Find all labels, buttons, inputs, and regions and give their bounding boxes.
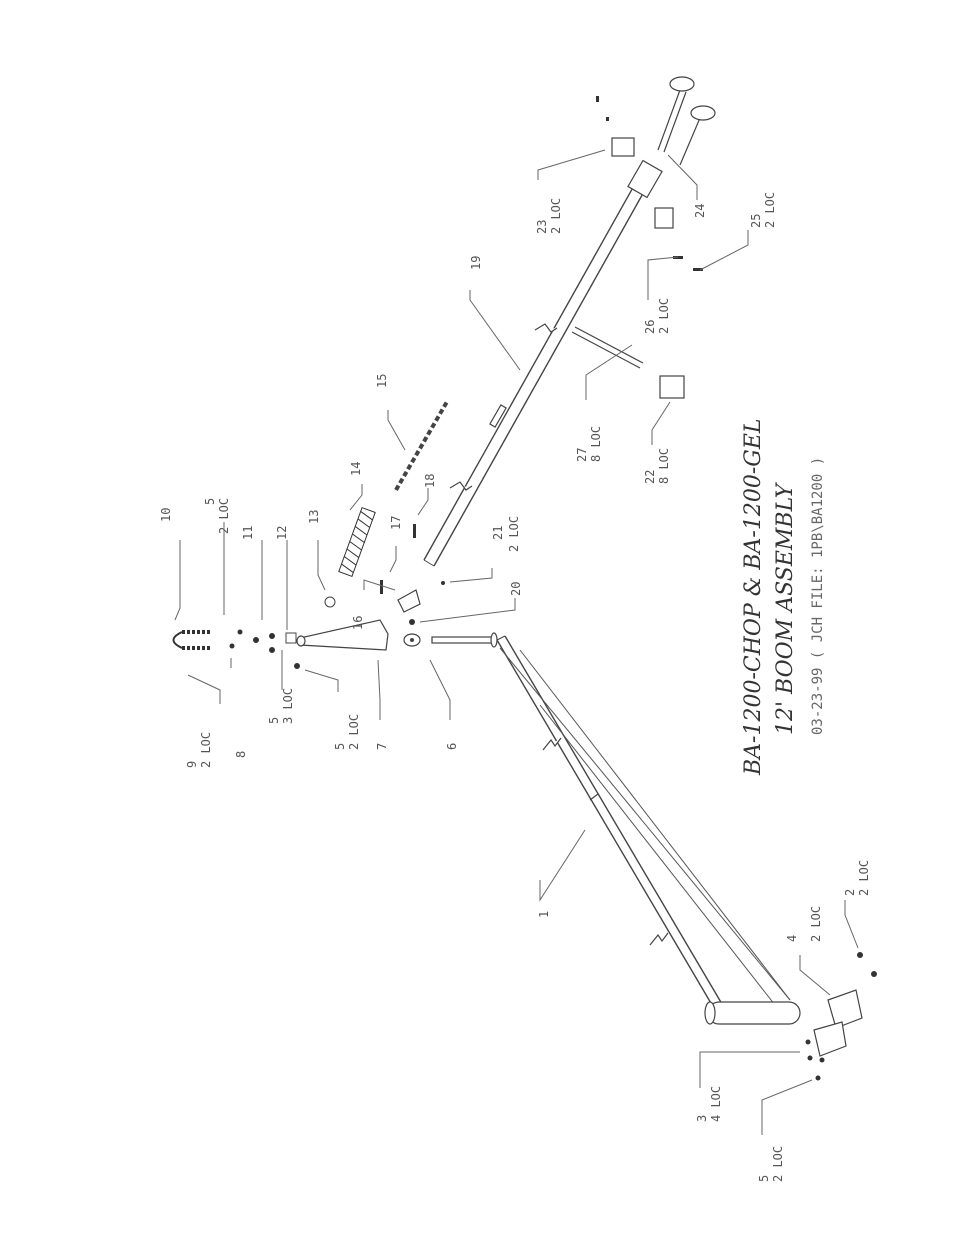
callout-9-loc: 2 LOC	[199, 732, 213, 768]
title-line-3: 03-23-99 ( JCH FILE: 1PB\BA1200 )	[810, 457, 826, 735]
part-16-bracket	[397, 589, 421, 613]
callout-13-num: 13	[307, 510, 321, 524]
callout-5a-num: 5	[757, 1175, 771, 1182]
callout-5b-loc: 2 LOC	[347, 714, 361, 750]
callout-27-loc: 8 LOC	[589, 426, 603, 462]
callout-4-num: 4	[785, 935, 799, 942]
callout-labels: 1 2 2 LOC 3 4 LOC 4 2 LOC 5 2 LOC 5 2 LO…	[159, 192, 871, 1182]
part-27-rod	[571, 326, 644, 369]
callout-23-loc: 2 LOC	[549, 198, 563, 234]
callout-25-loc: 2 LOC	[763, 192, 777, 228]
title-block: BA-1200-CHOP & BA-1200-GEL 12' BOOM ASSE…	[741, 419, 826, 777]
callout-22-num: 22	[643, 470, 657, 484]
callout-5b-num: 5	[333, 743, 347, 750]
part-15-chain	[394, 398, 450, 492]
callout-17-num: 17	[389, 516, 403, 530]
callout-3-num: 3	[695, 1115, 709, 1122]
callout-5d-num: 5	[203, 498, 217, 505]
callout-5c-num: 5	[267, 717, 281, 724]
callout-3-loc: 4 LOC	[709, 1086, 723, 1122]
callout-26-num: 26	[643, 320, 657, 334]
callout-21-num: 21	[491, 526, 505, 540]
title-line-1: BA-1200-CHOP & BA-1200-GEL	[741, 419, 766, 777]
callout-22-loc: 8 LOC	[657, 448, 671, 484]
part-22-block	[659, 375, 685, 399]
title-line-2: 12' BOOM ASSEMBLY	[773, 481, 798, 735]
callout-4-loc: 2 LOC	[809, 906, 823, 942]
callout-15-num: 15	[375, 374, 389, 388]
callout-19-num: 19	[469, 256, 483, 270]
callout-1-num: 1	[537, 911, 551, 918]
callout-11-num: 11	[241, 526, 255, 540]
part-10-u-bolt	[172, 630, 212, 650]
callout-18-num: 18	[423, 474, 437, 488]
callout-20-num: 20	[509, 582, 523, 596]
callout-25-num: 25	[749, 214, 763, 228]
part-1-boom-tube	[496, 635, 791, 1011]
part-4-clamp	[805, 952, 877, 1081]
callout-5a-loc: 2 LOC	[771, 1146, 785, 1182]
callout-8-num: 8	[234, 751, 248, 758]
part-7-arm	[296, 619, 389, 651]
callout-27-num: 27	[575, 448, 589, 462]
hardware-fasteners	[229, 256, 703, 669]
callout-9-num: 9	[185, 761, 199, 768]
callout-23-num: 23	[535, 220, 549, 234]
callout-14-num: 14	[349, 462, 363, 476]
callout-24-num: 24	[693, 204, 707, 218]
part-19-boom-tube	[423, 159, 663, 567]
callout-16-num: 16	[351, 616, 365, 630]
pivot-shaft	[403, 632, 498, 648]
part-14-spring	[338, 507, 376, 577]
callout-26-loc: 2 LOC	[657, 298, 671, 334]
callout-5c-loc: 3 LOC	[281, 688, 295, 724]
callout-12-num: 12	[275, 526, 289, 540]
callout-6-num: 6	[445, 743, 459, 750]
callout-5d-loc: 2 LOC	[217, 498, 231, 534]
callout-2-loc: 2 LOC	[857, 860, 871, 896]
callout-2-num: 2	[843, 889, 857, 896]
callout-7-num: 7	[375, 743, 389, 750]
callout-21-loc: 2 LOC	[507, 516, 521, 552]
leader-lines	[174, 149, 859, 1135]
part-24-handle	[657, 76, 716, 166]
callout-10-num: 10	[159, 508, 173, 522]
part-23-bracket	[596, 96, 674, 229]
part-1-end-cylinder	[704, 1001, 801, 1025]
